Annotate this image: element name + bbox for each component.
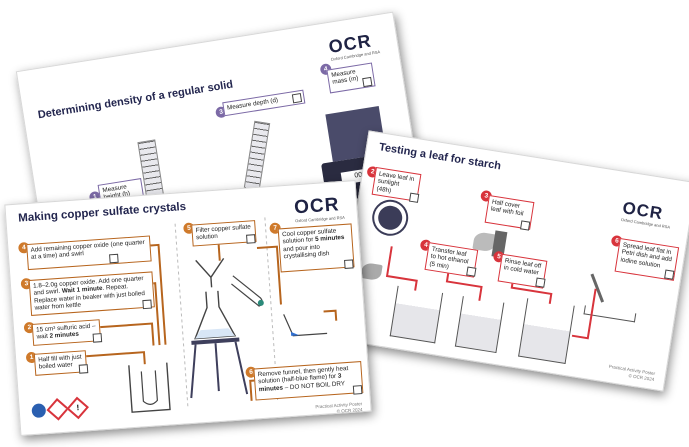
step-1-text: Half fill with just boiled water <box>38 353 82 371</box>
step-cool-solution: Cool copper sulfate solution for 5 minut… <box>277 223 355 273</box>
step-6-checkbox[interactable] <box>352 385 363 395</box>
copper-sulfate-poster: Making copper sulfate crystals OCR Oxfor… <box>4 180 372 436</box>
step-7-after: and pour into crystallising dish <box>282 243 330 261</box>
step-measure-mass-text: Measure mass (m) <box>330 68 359 87</box>
step-6-checkbox[interactable] <box>664 269 675 280</box>
step-4-checkbox[interactable] <box>109 253 119 264</box>
step-measure-depth-text: Measure depth (d) <box>226 96 279 112</box>
step-3-checkbox[interactable] <box>291 93 303 104</box>
step-5-checkbox[interactable] <box>535 277 546 288</box>
step-2-checkbox[interactable] <box>92 333 103 343</box>
step-leave-leaf-sunlight-text: Leave leaf in sunlight (48h) <box>376 170 415 195</box>
step-4-text: Add remaining copper oxide (one quarter … <box>30 238 146 262</box>
step-5-text: Filter copper sulfate solution <box>195 223 252 242</box>
starch-poster: Testing a leaf for starch OCR Oxford Cam… <box>335 130 689 392</box>
density-poster-title: Determining density of a regular solid <box>37 78 234 122</box>
step-5-checkbox[interactable] <box>246 234 256 244</box>
step-4-checkbox[interactable] <box>362 76 373 88</box>
step-spread-leaf-iodine-text: Spread leaf flat in Petri dish and add i… <box>619 241 673 270</box>
step-1-checkbox[interactable] <box>78 364 89 374</box>
step-2-checkbox[interactable] <box>408 192 420 203</box>
step-4-checkbox[interactable] <box>466 266 477 277</box>
step-half-cover-leaf-text: Half cover leaf with foil <box>490 198 524 218</box>
step-3-checkbox[interactable] <box>520 220 531 231</box>
step-2-bold: 2 minutes <box>49 331 80 341</box>
step-rinse-leaf-text: Rinse leaf off in cold water <box>503 257 542 278</box>
step-3-checkbox[interactable] <box>142 299 152 310</box>
step-transfer-leaf-ethanol-text: Transfer leaf to hot ethanol (5 min) <box>428 245 469 271</box>
copper-footer-text: Practical Activity Poster © OCR 2024 <box>315 401 363 414</box>
step-7-bold: 5 minutes <box>314 234 345 244</box>
step-7-checkbox[interactable] <box>344 259 354 269</box>
